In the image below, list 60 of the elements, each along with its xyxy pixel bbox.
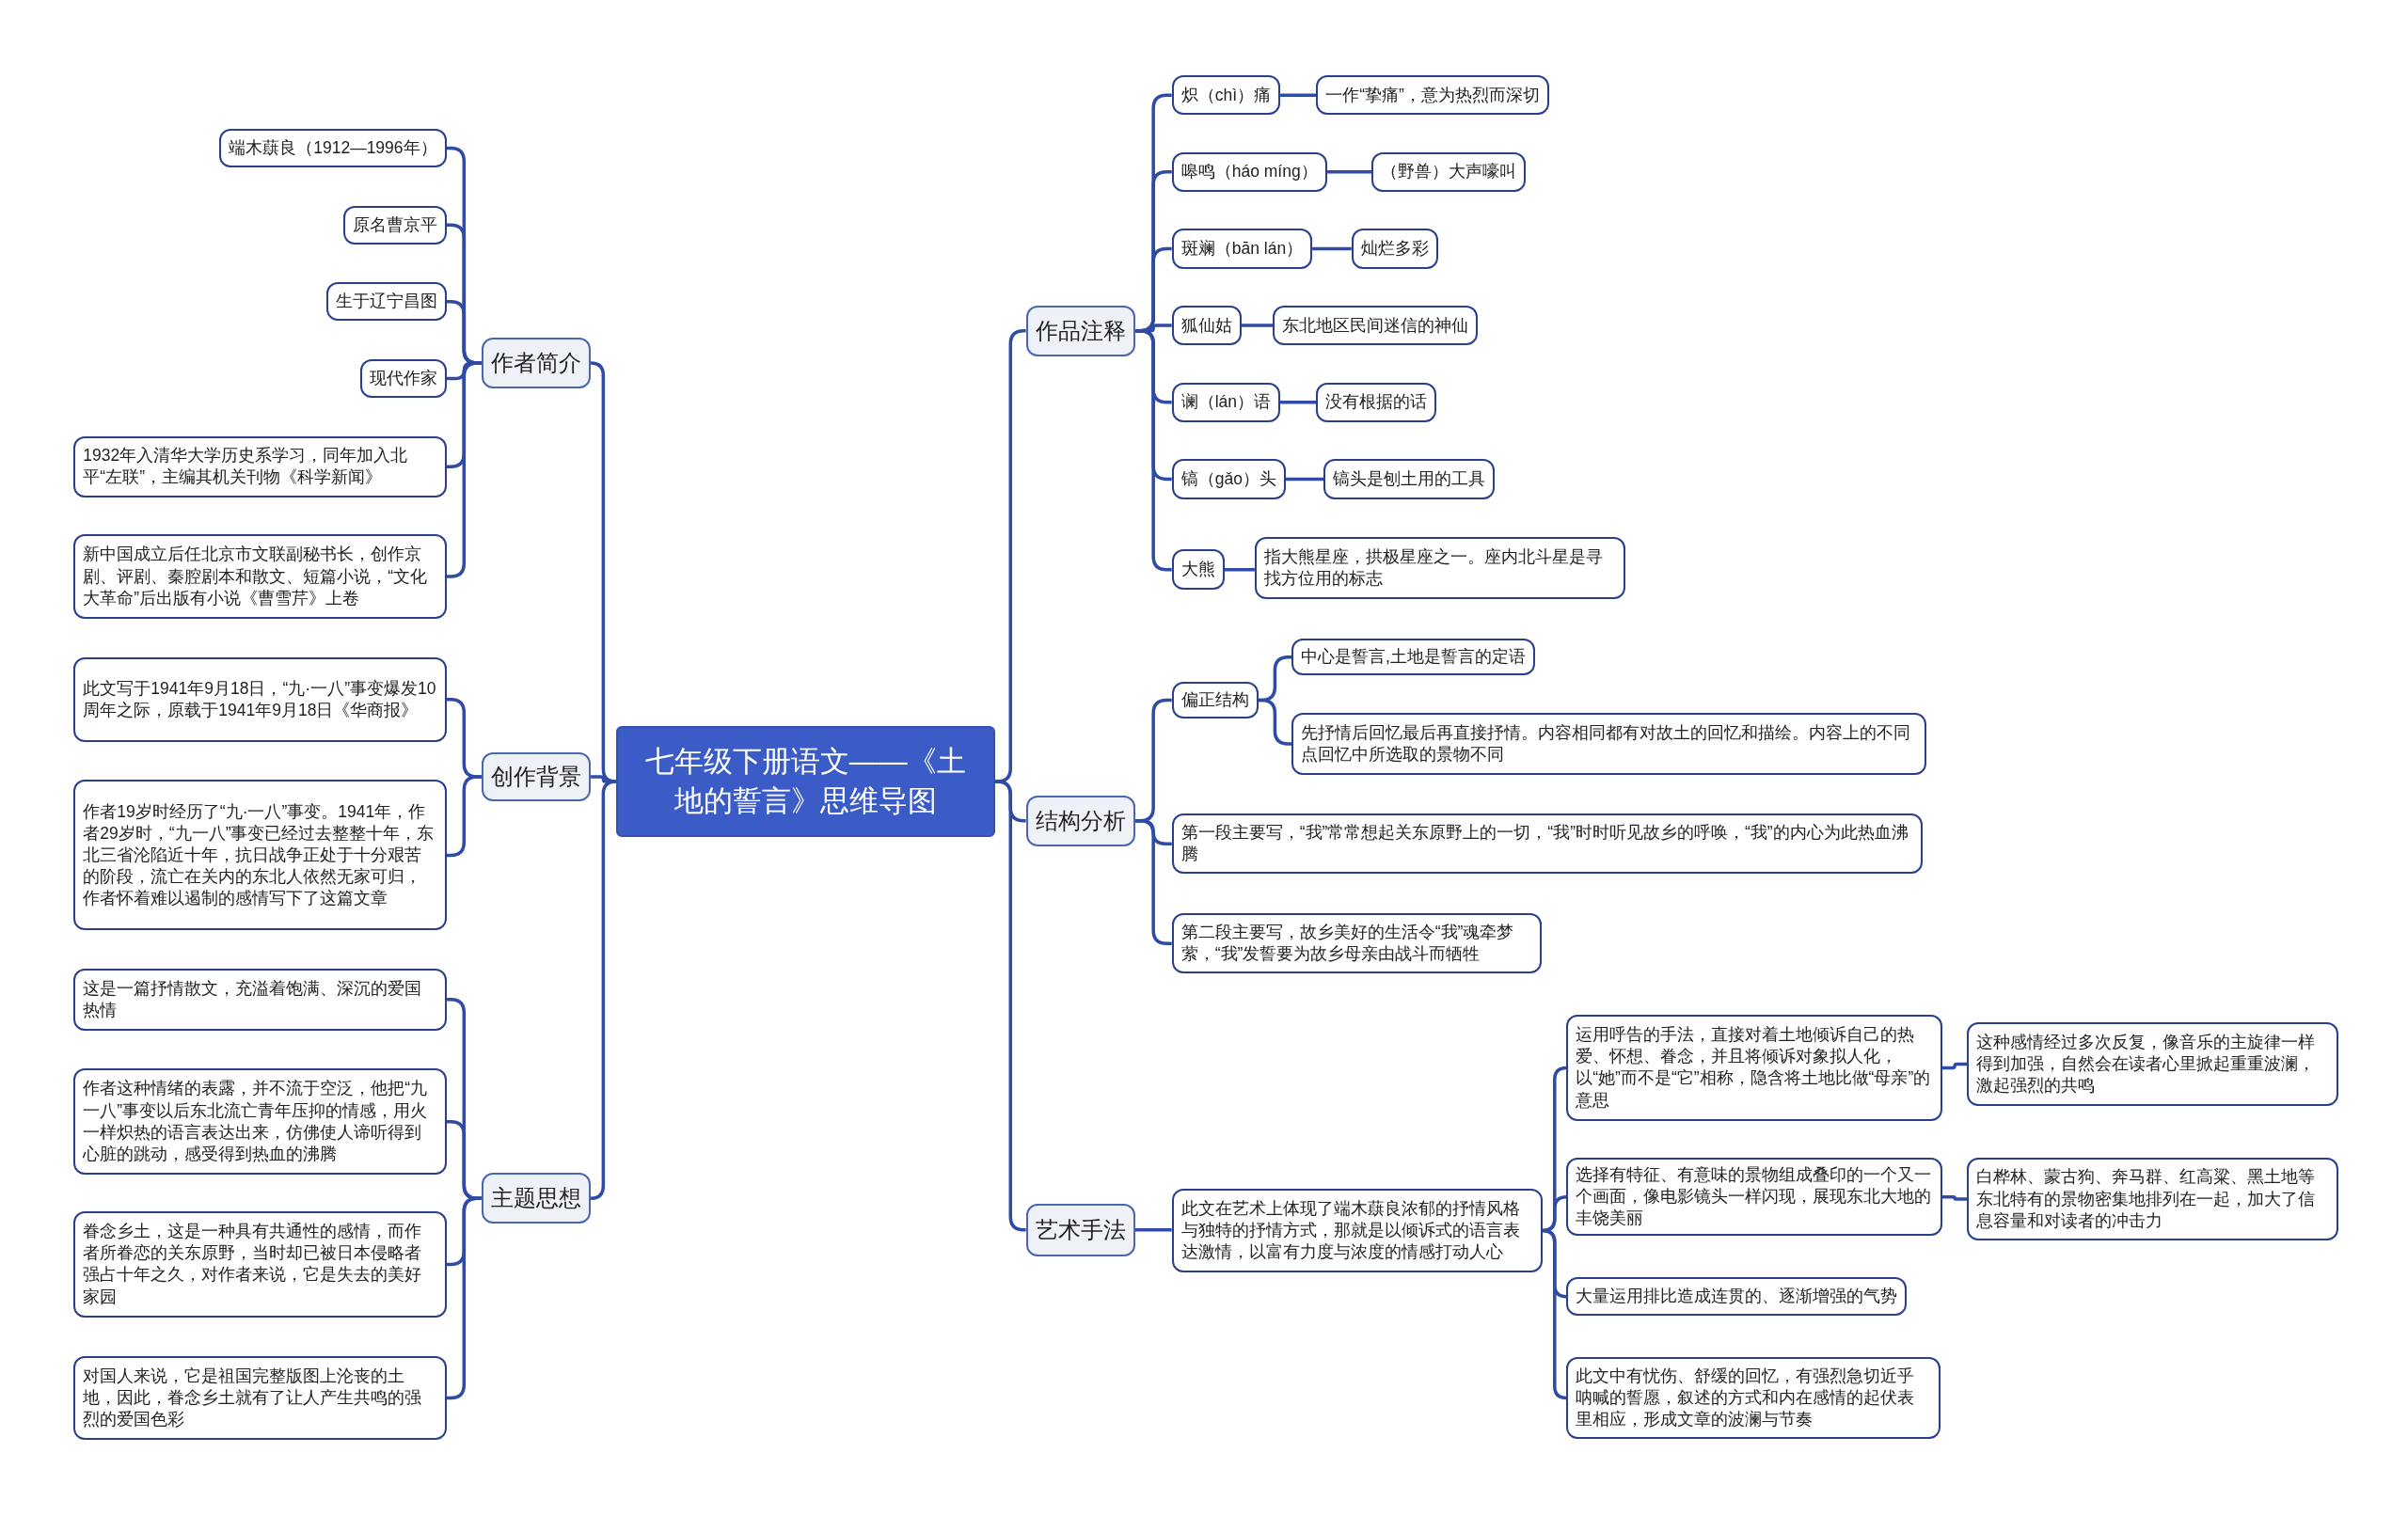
subtopic-box: 东北地区民间迷信的神仙	[1273, 305, 1479, 346]
connector-line	[1134, 818, 1172, 945]
subtopic-box: 此文在艺术上体现了端木蕻良浓郁的抒情风格与独特的抒情方式，那就是以倾诉式的语言表达激情，以富有力度与浓度的情感打动人心	[1171, 1188, 1544, 1273]
connector-line	[1326, 170, 1371, 174]
connector-line	[1285, 477, 1324, 482]
topic-box: 作者简介	[482, 338, 592, 389]
subtopic-box: 这种感情经过多次反复，像音乐的主旋律一样得到加强，自然会在读者心里掀起重重波澜，激起强烈的共鸣	[1967, 1022, 2338, 1106]
connector-line	[1941, 1194, 1968, 1201]
subtopic-box: 生于辽宁昌图	[325, 282, 447, 322]
connector-line	[1258, 698, 1292, 746]
subtopic-box: 镐（gǎo）头	[1171, 459, 1286, 499]
subtopic-box: 作者这种情绪的表露，并不流于空泛，他把“九一八”事变以后东北流亡青年压抑的情感，用火一样炽热的语言表达出来，仿佛使人谛听得到心脏的跳动，感受得到热血的沸腾	[73, 1068, 447, 1175]
subtopic-box: 新中国成立后任北京市文联副秘书长，创作京剧、评剧、秦腔剧本和散文、短篇小说，“文化大革命”后出版有小说《曹雪芹》上卷	[73, 534, 447, 619]
topic-box: 主题思想	[482, 1173, 592, 1224]
topic-box: 作品注释	[1025, 305, 1135, 356]
subtopic-box: 指大熊星座，拱极星座之一。座内北斗星是寻找方位用的标志	[1254, 537, 1626, 599]
subtopic-box: 现代作家	[359, 359, 447, 398]
subtopic-box: 没有根据的话	[1316, 382, 1437, 422]
subtopic-box: 第一段主要写，“我”常常想起关东原野上的一切，“我”时时听见故乡的呼唤，“我”的内心为此热血沸腾	[1171, 813, 1923, 874]
subtopic-box: 白桦林、蒙古狗、奔马群、红高粱、黑土地等东北特有的景物密集地排列在一起，加大了信息容量和对读者的冲击力	[1967, 1158, 2338, 1241]
subtopic-box: 先抒情后回忆最后再直接抒情。内容相同都有对故土的回忆和描绘。内容上的不同点回忆中所选取的景物不同	[1291, 712, 1927, 776]
subtopic-box: 运用呼告的手法，直接对着土地倾诉自己的热爱、怀想、眷念，并且将倾诉对象拟人化，以“她”而不是“它”相称，隐含将土地比做“母亲”的意思	[1566, 1015, 1942, 1121]
connector-line	[446, 361, 483, 578]
subtopic-box: 对国人来说，它是祖国完整版图上沦丧的土地，因此，眷念乡土就有了让人产生共鸣的强烈的爱国色彩	[73, 1355, 447, 1441]
connector-line	[1312, 246, 1352, 251]
subtopic-box: 这是一篇抒情散文，充溢着饱满、深沉的爱国热情	[73, 969, 447, 1031]
subtopic-box: 此文写于1941年9月18日，“九·一八”事变爆发10周年之际，原载于1941年9月18日《华商报》	[73, 656, 447, 742]
subtopic-box: 第二段主要写，故乡美好的生活令“我”魂牵梦萦，“我”发誓要为故乡母亲由战斗而牺牲	[1171, 913, 1542, 974]
subtopic-box: 灿烂多彩	[1351, 229, 1438, 269]
subtopic-box: 眷念乡土，这是一种具有共通性的感情，而作者所眷恋的关东原野，当时却已被日本侵略者强占十年之久，对作者来说，它是失去的美好家园	[73, 1211, 447, 1318]
subtopic-box: 炽（chì）痛	[1171, 75, 1281, 116]
subtopic-box: （野兽）大声嚎叫	[1370, 151, 1526, 193]
connector-line	[1280, 93, 1317, 97]
subtopic-box: 大量运用排比造成连贯的、逐渐增强的气势	[1566, 1277, 1908, 1317]
connector-line	[1941, 1062, 1968, 1070]
subtopic-box: 选择有特征、有意味的景物组成叠印的一个又一个画面，像电影镜头一样闪现，展现东北大地的丰饶美丽	[1566, 1158, 1942, 1237]
connector-line	[1224, 567, 1255, 572]
subtopic-box: 斑斓（bān lán）	[1171, 229, 1313, 269]
central-topic: 七年级下册语文——《土地的誓言》思维导图	[615, 726, 995, 837]
subtopic-box: 作者19岁时经历了“九·一八”事变。1941年，作者29岁时，“九一八”事变已经过去整整十年，东北三省沦陷近十年，抗日战争正处于十分艰苦的阶段，流亡在关内的东北人依然无家可归，作者怀着难以遏制的感情写下了这篇文章	[73, 780, 447, 931]
subtopic-box: 此文中有忧伤、舒缓的回忆，有强烈急切近乎呐喊的誓愿，叙述的方式和内在感情的起伏表里相应，形成文章的波澜与节奏	[1566, 1357, 1941, 1439]
subtopic-box: 谰（lán）语	[1171, 382, 1281, 422]
topic-box: 创作背景	[482, 752, 592, 802]
topic-box: 艺术手法	[1025, 1204, 1135, 1256]
topic-box: 结构分析	[1025, 795, 1135, 846]
subtopic-box: 狐仙姑	[1171, 305, 1242, 346]
subtopic-box: 偏正结构	[1171, 681, 1259, 719]
subtopic-box: 端木蕻良（1912—1996年）	[219, 129, 447, 167]
connector-line	[446, 1196, 483, 1400]
connector-line	[1241, 324, 1274, 327]
connector-line	[1134, 329, 1172, 572]
subtopic-box: 嗥鸣（háo míng）	[1171, 151, 1327, 193]
subtopic-box: 大熊	[1171, 549, 1225, 590]
subtopic-box: 原名曹京平	[342, 205, 447, 245]
subtopic-box: 1932年入清华大学历史系学习，同年加入北平“左联”，主编其机关刊物《科学新闻》	[73, 435, 447, 497]
subtopic-box: 中心是誓言,土地是誓言的定语	[1291, 639, 1535, 676]
connector-line	[1280, 401, 1317, 404]
subtopic-box: 一作“挚痛”，意为热烈而深切	[1316, 75, 1549, 116]
subtopic-box: 镐头是刨土用的工具	[1323, 459, 1496, 499]
connector-line	[1134, 1228, 1172, 1232]
